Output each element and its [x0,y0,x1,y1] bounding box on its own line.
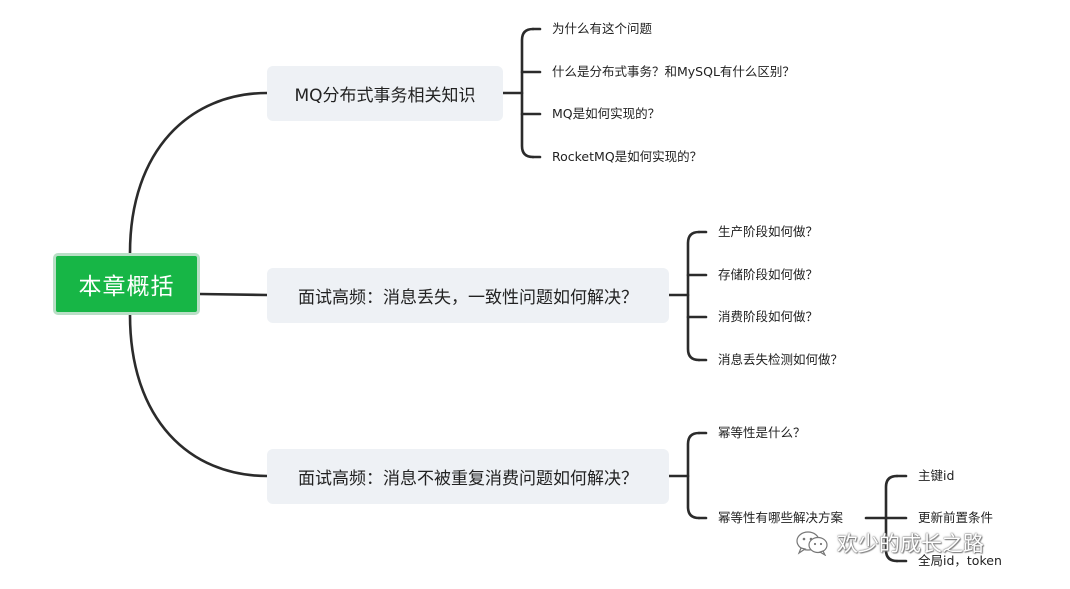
leaf-node[interactable]: 生产阶段如何做？ [718,224,819,239]
branch-label: 面试高频：消息不被重复消费问题如何解决？ [298,469,638,489]
leaf-node[interactable]: 为什么有这个问题 [552,21,653,36]
connector-root-branch-2 [198,292,269,297]
watermark-text: 欢少的成长之路 [837,532,984,556]
leaf-node[interactable]: 主键id [918,468,955,483]
branch-node-mq-transaction[interactable]: MQ分布式事务相关知识 [267,66,503,121]
leaf-node[interactable]: 更新前置条件 [918,510,994,525]
leaf-node[interactable]: 存储阶段如何做？ [718,267,819,282]
wechat-icon [795,530,829,557]
leaf-node[interactable]: RocketMQ是如何实现的？ [552,149,703,164]
root-node[interactable]: 本章概括 [53,253,200,315]
connector-root-branch-1 [128,91,269,255]
leaf-node[interactable]: 什么是分布式事务？和MySQL有什么区别？ [552,64,795,79]
leaf-node[interactable]: MQ是如何实现的？ [552,106,661,121]
connector-root-branch-3 [128,313,269,478]
branch-node-duplicate-consumption[interactable]: 面试高频：消息不被重复消费问题如何解决？ [267,449,669,504]
leaf-node[interactable]: 全局id，token [918,553,1002,568]
branch-label: 面试高频：消息丢失，一致性问题如何解决？ [298,288,638,308]
leaf-node[interactable]: 消费阶段如何做？ [718,309,819,324]
leaf-node-idempotency-solutions[interactable]: 幂等性有哪些解决方案 [718,510,844,525]
watermark: 欢少的成长之路 [795,528,984,558]
branch-label: MQ分布式事务相关知识 [294,86,476,106]
leaf-node[interactable]: 幂等性是什么？ [718,425,806,440]
branch-node-message-loss[interactable]: 面试高频：消息丢失，一致性问题如何解决？ [267,268,669,323]
root-label: 本章概括 [78,274,175,300]
leaf-node[interactable]: 消息丢失检测如何做？ [718,352,844,367]
